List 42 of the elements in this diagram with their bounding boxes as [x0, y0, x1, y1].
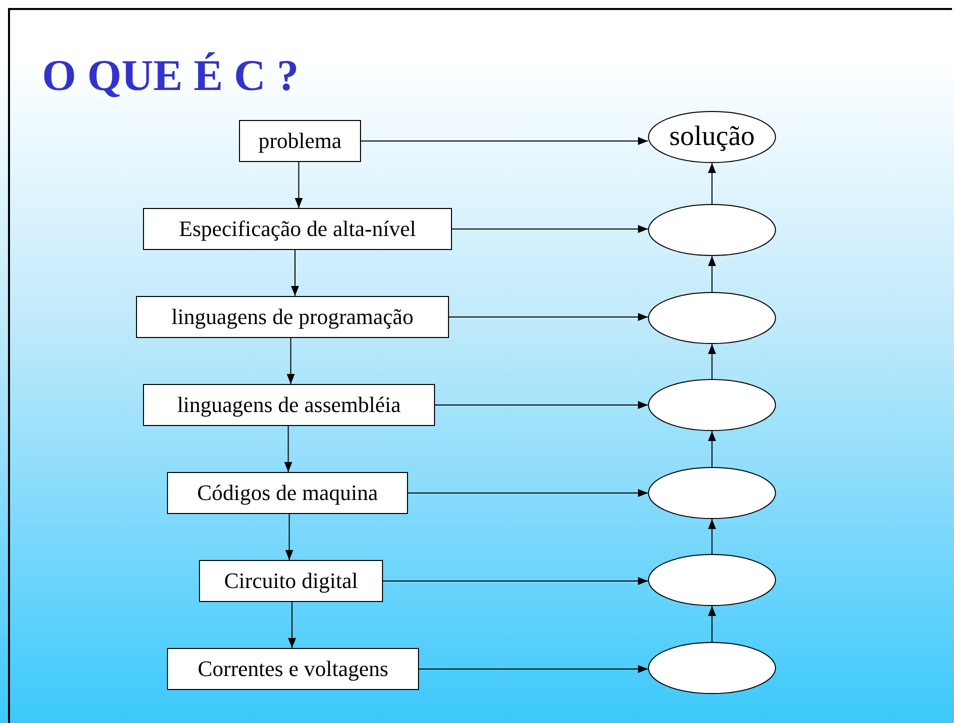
node-label: problema [258, 128, 342, 154]
arrow [708, 518, 716, 554]
arrow [708, 162, 716, 204]
ellipse-node [648, 642, 776, 694]
arrow [284, 426, 292, 472]
node-label: Correntes e voltagens [198, 656, 388, 682]
process-box [239, 120, 361, 162]
arrow [708, 344, 716, 380]
arrow [288, 602, 296, 648]
ellipse-node [648, 111, 776, 163]
process-box [167, 472, 408, 514]
ellipse-node [648, 292, 776, 344]
arrow [418, 665, 648, 673]
process-box [199, 560, 383, 602]
ellipse-node [648, 554, 776, 606]
arrow [708, 430, 716, 468]
process-box [143, 208, 452, 250]
arrow [360, 137, 648, 145]
node-label: Circuito digital [224, 568, 358, 594]
node-label: linguagens de programação [172, 304, 414, 330]
arrow [294, 162, 303, 208]
arrow [286, 338, 295, 384]
arrow [408, 489, 648, 497]
arrow [452, 225, 648, 233]
ellipse-node [648, 204, 776, 256]
arrow [448, 313, 648, 321]
arrow [708, 606, 716, 642]
node-label: Especificação de alta-nível [179, 216, 416, 242]
node-label: Códigos de maquina [197, 480, 378, 506]
arrow [285, 514, 294, 560]
ellipse-node [648, 379, 776, 431]
process-box [167, 648, 419, 690]
node-label: linguagens de assembléia [177, 392, 401, 418]
process-box [136, 296, 449, 338]
slide-title: O QUE É C ? [42, 50, 299, 101]
arrow [708, 256, 716, 292]
arrow [291, 250, 299, 296]
arrow [382, 577, 648, 585]
process-box [143, 384, 435, 426]
arrow [434, 401, 648, 409]
ellipse-node [648, 467, 776, 519]
node-label: solução [669, 121, 755, 153]
